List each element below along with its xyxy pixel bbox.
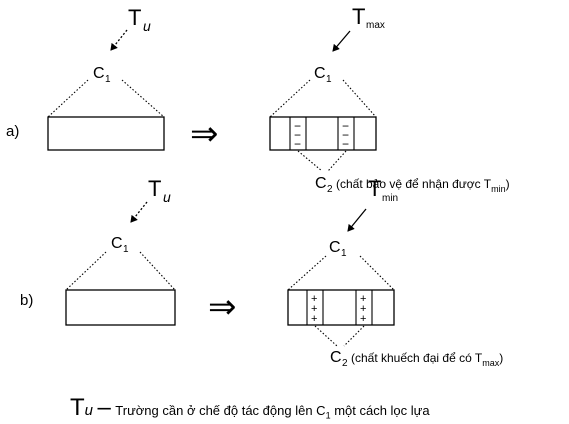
legend-dash: – bbox=[97, 394, 111, 421]
svg-text:−: − bbox=[294, 137, 301, 151]
part-a-c2-label: C 2 (chất bảo vệ để nhận được Tmin) bbox=[315, 175, 510, 195]
svg-text:−: − bbox=[294, 119, 301, 133]
svg-text:2: 2 bbox=[327, 184, 333, 195]
part-b-amplifier-strip-2: + + + bbox=[355, 290, 373, 325]
svg-text:+: + bbox=[360, 293, 366, 305]
part-b-field-tu: T u bbox=[148, 176, 171, 205]
part-b-final-box bbox=[287, 289, 395, 326]
part-a-field-tu: T u bbox=[128, 5, 151, 34]
svg-text:1: 1 bbox=[341, 248, 347, 259]
part-a-final-box bbox=[269, 116, 377, 151]
part-a-initial-box bbox=[47, 116, 165, 151]
part-b-c1-right: C 1 bbox=[329, 239, 347, 259]
svg-text:C: C bbox=[315, 175, 327, 192]
svg-text:C: C bbox=[314, 65, 326, 82]
svg-text:−: − bbox=[342, 119, 349, 133]
svg-text:C: C bbox=[111, 235, 123, 252]
svg-text:1: 1 bbox=[105, 74, 111, 85]
part-a-label: a) bbox=[6, 123, 19, 140]
part-a-dotted-arrow-tu bbox=[110, 29, 128, 51]
svg-text:2: 2 bbox=[342, 358, 348, 369]
legend: Tu – Trường cần ở chế độ tác động lên C1… bbox=[70, 394, 430, 422]
svg-text:1: 1 bbox=[326, 74, 332, 85]
part-b-dotted-arrow-tu bbox=[130, 201, 148, 223]
svg-text:T: T bbox=[368, 176, 381, 201]
legend-symbol-sub: u bbox=[84, 402, 94, 419]
part-b-arrow-tmin bbox=[347, 208, 367, 232]
part-a-c1-left: C 1 bbox=[93, 65, 111, 85]
svg-text:+: + bbox=[311, 303, 317, 315]
svg-text:u: u bbox=[163, 189, 171, 205]
svg-text:C: C bbox=[330, 349, 342, 366]
part-b-label: b) bbox=[20, 292, 33, 309]
svg-text:−: − bbox=[342, 137, 349, 151]
part-a-protector-strip-1: − − − bbox=[289, 117, 307, 151]
part-b-c2-label: C 2 (chất khuếch đại để có Tmax) bbox=[330, 349, 503, 369]
svg-text:C: C bbox=[93, 65, 105, 82]
svg-text:T: T bbox=[352, 4, 365, 29]
part-a-c1-right: C 1 bbox=[314, 65, 332, 85]
part-a-protector-strip-2: − − − bbox=[337, 117, 355, 151]
legend-text: Trường cần ở chế độ tác động lên C1 một … bbox=[115, 403, 430, 421]
svg-text:+: + bbox=[360, 313, 366, 325]
part-a-arrow-tmax bbox=[332, 30, 351, 52]
svg-text:T: T bbox=[128, 5, 141, 30]
part-a-field-tmax: T max bbox=[352, 4, 385, 31]
legend-symbol: T bbox=[70, 394, 85, 421]
part-b-c1-left: C 1 bbox=[111, 235, 129, 255]
part-b-initial-box bbox=[65, 289, 176, 326]
svg-text:C: C bbox=[329, 239, 341, 256]
part-b-transform-arrow: ⇒ bbox=[208, 288, 237, 326]
svg-text:1: 1 bbox=[123, 244, 129, 255]
svg-text:max: max bbox=[366, 20, 385, 31]
part-b-amplifier-strip-1: + + + bbox=[306, 290, 324, 325]
svg-text:+: + bbox=[360, 303, 366, 315]
svg-text:(chất bảo vệ để nhận được Tmin: (chất bảo vệ để nhận được Tmin) bbox=[336, 177, 510, 194]
svg-text:min: min bbox=[382, 193, 398, 204]
part-a-transform-arrow: ⇒ bbox=[190, 115, 219, 153]
svg-text:u: u bbox=[143, 18, 151, 34]
svg-text:−: − bbox=[294, 128, 301, 142]
svg-text:(chất khuếch đại để có Tmax): (chất khuếch đại để có Tmax) bbox=[351, 351, 503, 368]
part-b-field-tmin: T min bbox=[368, 176, 398, 204]
svg-text:−: − bbox=[342, 128, 349, 142]
svg-text:+: + bbox=[311, 313, 317, 325]
svg-text:+: + bbox=[311, 293, 317, 305]
svg-text:T: T bbox=[148, 176, 161, 201]
